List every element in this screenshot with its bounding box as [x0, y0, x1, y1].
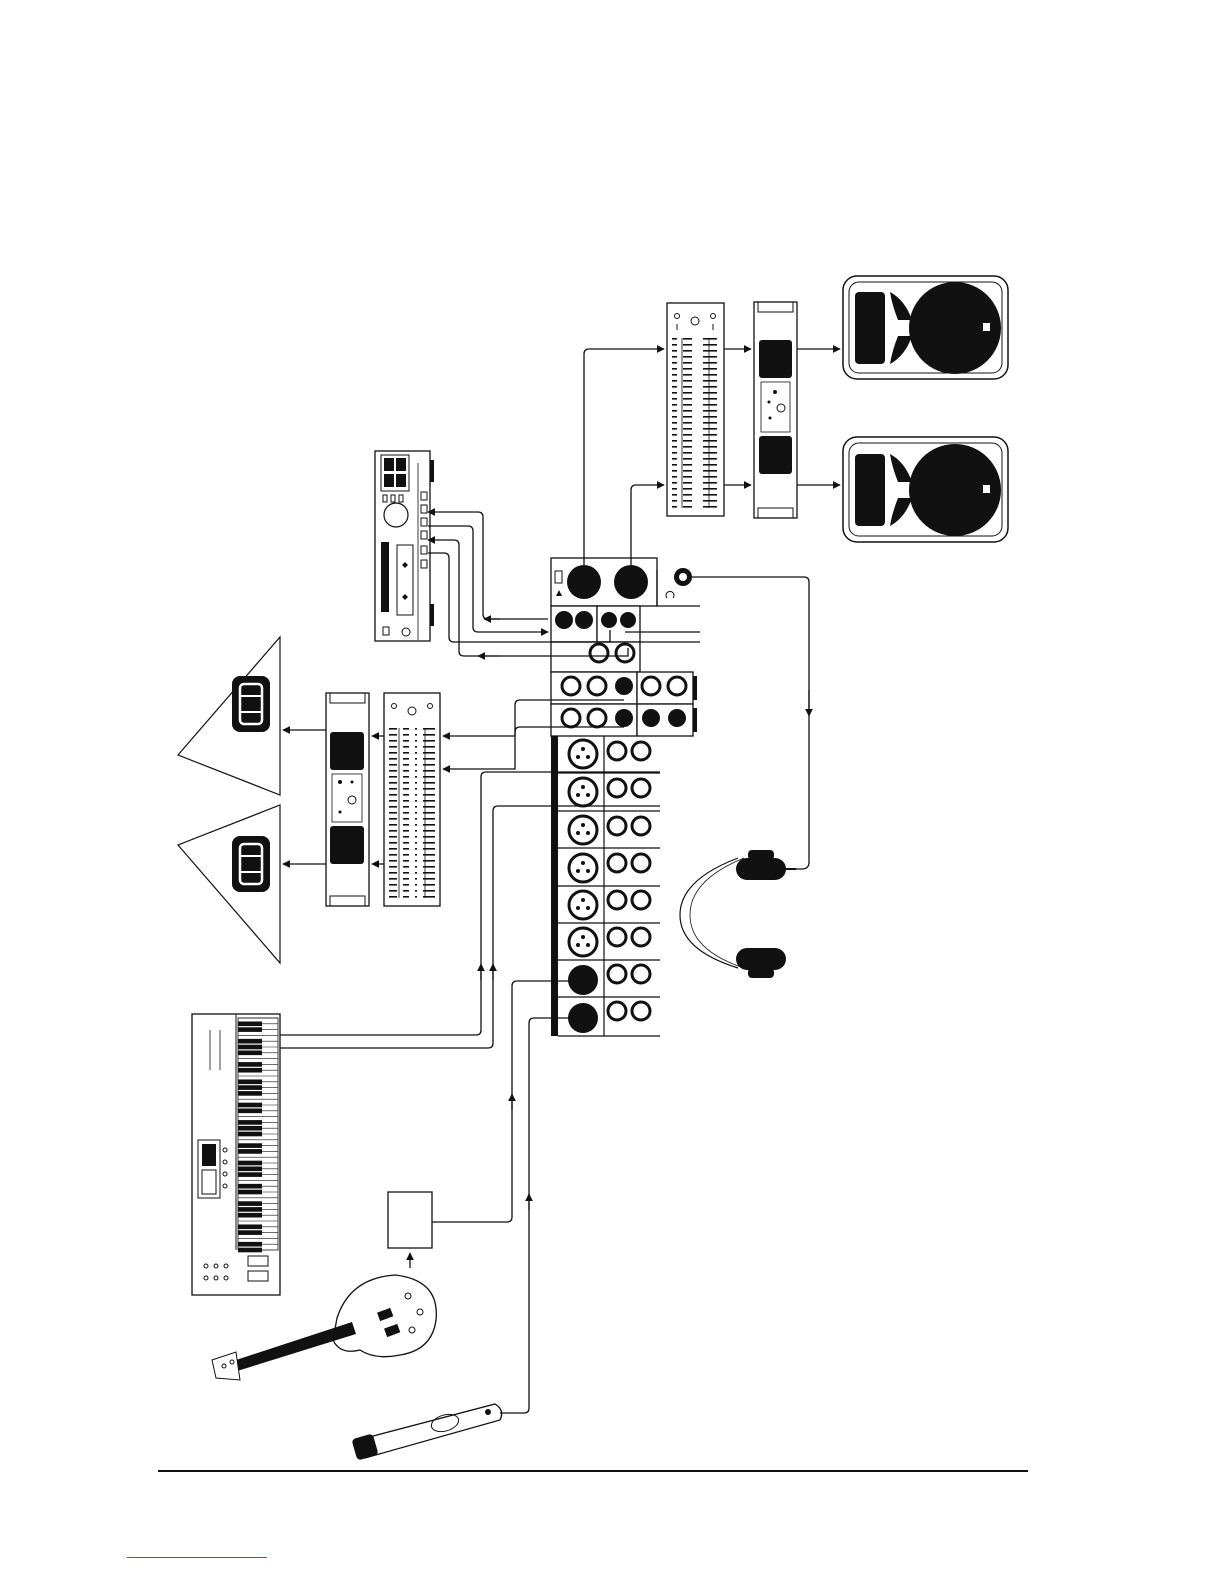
- microphone: [351, 1404, 501, 1461]
- keyboard: [192, 1014, 280, 1295]
- headphones: [680, 850, 796, 978]
- stage-monitor-bottom: [178, 805, 280, 963]
- black-key: [238, 1248, 262, 1253]
- monitor-equalizer: [384, 693, 440, 906]
- main-amplifier: [754, 302, 797, 518]
- monitor-amplifier: [326, 693, 369, 906]
- main-equalizer: [667, 303, 724, 516]
- main-speaker-left: [843, 276, 1008, 379]
- cd-tape-deck: [375, 451, 434, 641]
- main-speaker-right: [843, 437, 1008, 542]
- stage-monitor-top: [178, 637, 280, 795]
- footer-link-underline: [127, 1557, 267, 1558]
- mixer: [551, 558, 700, 1036]
- di-box: [388, 1192, 432, 1248]
- footer-rule: [158, 1470, 1028, 1472]
- mixer-channel-inputs: [558, 736, 660, 1036]
